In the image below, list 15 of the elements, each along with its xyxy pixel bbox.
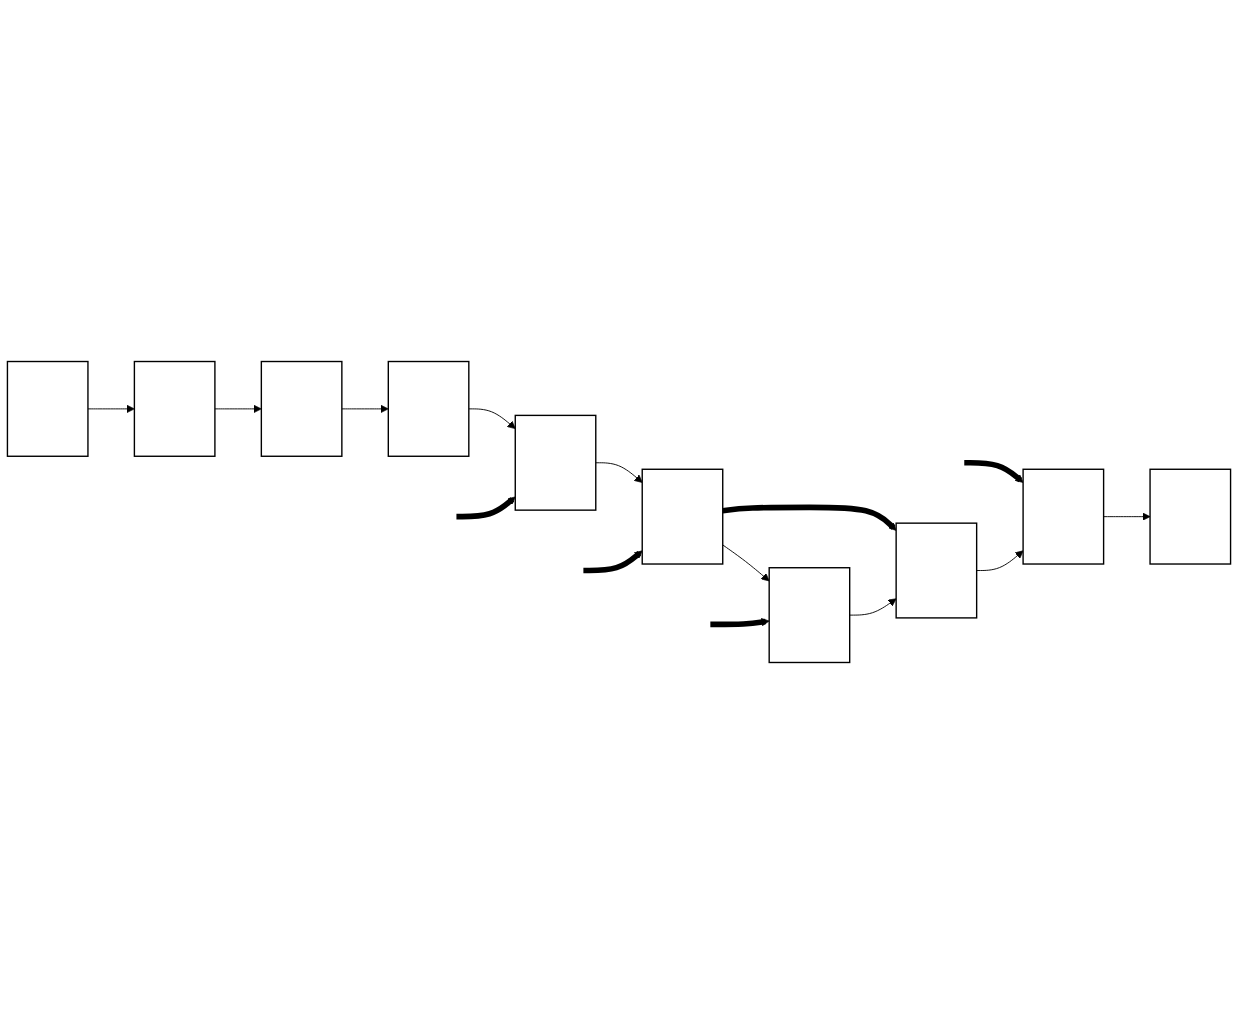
node-box [387, 360, 470, 457]
node-box [1022, 468, 1105, 565]
node-box [1149, 468, 1232, 565]
arrow [722, 504, 897, 531]
node-box [260, 360, 343, 457]
node-box [133, 360, 216, 457]
node-box [641, 468, 724, 565]
node-box [6, 360, 89, 457]
node-box [514, 414, 597, 511]
arrow [710, 618, 770, 628]
arrow [964, 460, 1024, 483]
arrow [583, 550, 643, 574]
arrow [456, 496, 516, 520]
node-box [895, 522, 978, 619]
node-box [768, 567, 851, 664]
